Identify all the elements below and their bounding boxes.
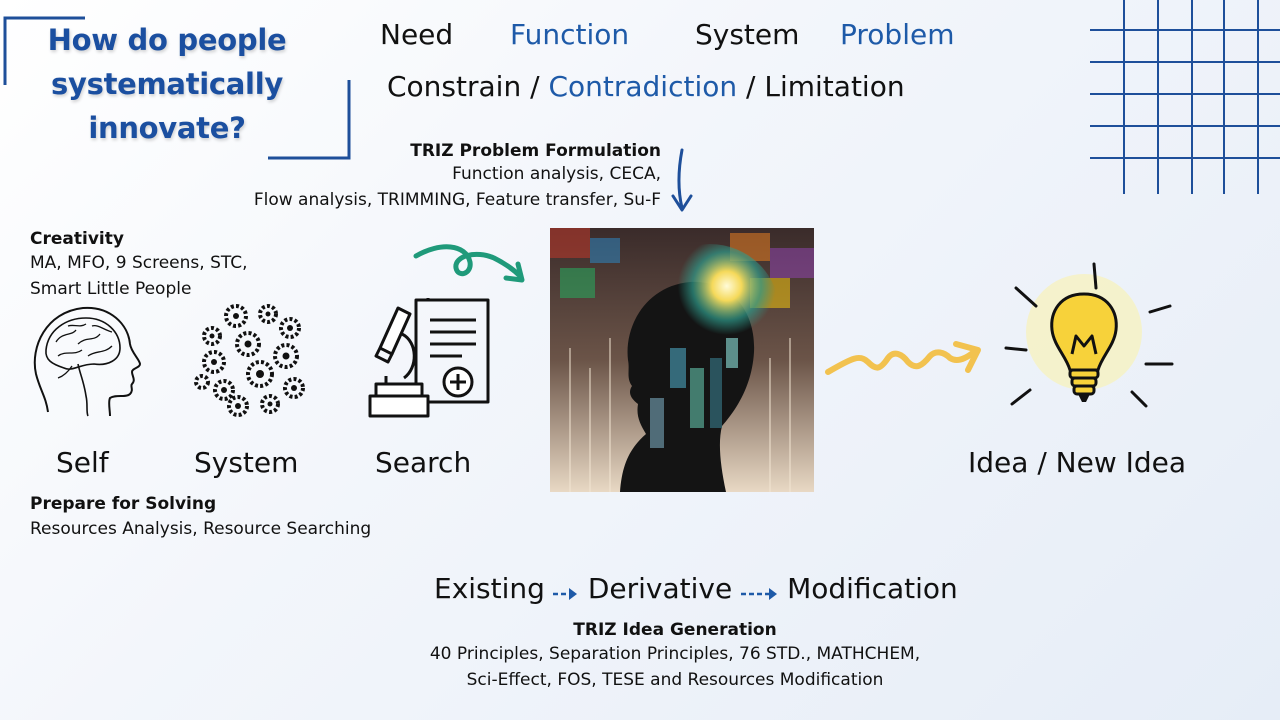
- keyword-function: Function: [510, 18, 630, 51]
- keyword-separator: /: [530, 70, 540, 103]
- title-line-1: How do people: [47, 23, 287, 57]
- triz-formulation-heading: TRIZ Problem Formulation: [410, 141, 661, 161]
- dashed-arrow-icon: [740, 587, 777, 600]
- triz-generation-line-2: Sci-Effect, FOS, TESE and Resources Modi…: [466, 670, 884, 690]
- ai-head-image: [550, 228, 814, 492]
- triz-formulation-line-1: Function analysis, CECA,: [452, 164, 661, 184]
- curly-arrow-icon: [413, 244, 525, 283]
- flow-existing: Existing: [434, 572, 545, 605]
- pillar-search: Search: [375, 446, 472, 479]
- keyword-problem: Problem: [840, 18, 955, 51]
- pillar-system: System: [194, 446, 299, 479]
- grid-decoration: [1090, 0, 1280, 194]
- title-frame-decoration: [3, 16, 351, 160]
- pillar-self: Self: [56, 446, 109, 479]
- triz-generation-heading: TRIZ Idea Generation: [573, 620, 777, 640]
- flow-modification: Modification: [787, 572, 958, 605]
- dashed-arrow-icon: [553, 587, 578, 600]
- keyword-row-2: Constrain / Contradiction / Limitation: [387, 70, 905, 103]
- creativity-line-1: MA, MFO, 9 Screens, STC,: [30, 253, 248, 273]
- triz-formulation-line-2: Flow analysis, TRIMMING, Feature transfe…: [253, 190, 661, 210]
- triz-formulation-block: TRIZ Problem Formulation Function analys…: [150, 141, 661, 213]
- title-line-3: innovate?: [88, 111, 246, 145]
- keyword-need: Need: [380, 18, 454, 51]
- prepare-line-1: Resources Analysis, Resource Searching: [30, 519, 372, 539]
- prepare-heading: Prepare for Solving: [30, 494, 217, 514]
- brain-head-icon: [33, 306, 142, 417]
- keyword-contradiction: Contradiction: [548, 70, 738, 103]
- title-line-2: systematically: [51, 67, 283, 101]
- triz-generation-block: TRIZ Idea Generation 40 Principles, Sepa…: [350, 619, 1000, 693]
- keyword-separator: /: [746, 70, 756, 103]
- keyword-limitation: Limitation: [764, 70, 905, 103]
- page-title: How do people systematically innovate?: [14, 18, 320, 150]
- lightbulb-icon: [1004, 262, 1174, 408]
- keyword-constrain: Constrain: [387, 70, 522, 103]
- flow-derivative: Derivative: [587, 572, 733, 605]
- zigzag-arrow-icon: [825, 341, 981, 375]
- microscope-document-icon: [368, 298, 490, 418]
- keyword-system: System: [695, 18, 800, 51]
- creativity-heading: Creativity: [30, 229, 124, 249]
- evolution-flow: Existing Derivative Modification: [434, 572, 958, 612]
- down-arrow-icon: [671, 148, 693, 212]
- creativity-line-2: Smart Little People: [30, 279, 192, 299]
- prepare-block: Prepare for Solving Resources Analysis, …: [30, 493, 371, 543]
- creativity-block: Creativity MA, MFO, 9 Screens, STC, Smar…: [30, 228, 248, 302]
- triz-generation-line-1: 40 Principles, Separation Principles, 76…: [429, 644, 921, 664]
- idea-label: Idea / New Idea: [968, 446, 1187, 479]
- gears-cluster-icon: [194, 304, 305, 417]
